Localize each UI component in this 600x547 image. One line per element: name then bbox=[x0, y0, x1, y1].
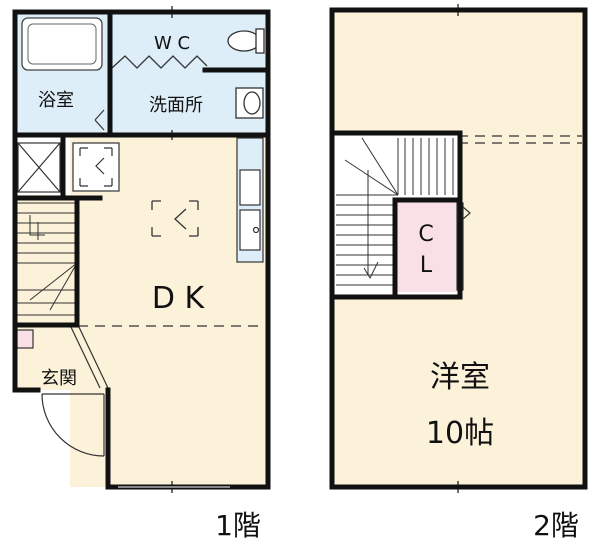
bathtub bbox=[21, 17, 103, 71]
shoe-box bbox=[16, 329, 34, 349]
room-label-entrance: 玄関 bbox=[41, 368, 77, 389]
stair-area-floor-1 bbox=[15, 195, 77, 325]
window-marks-floor-1 bbox=[118, 6, 230, 493]
closet bbox=[396, 201, 458, 292]
room-label-bath: 浴室 bbox=[38, 90, 74, 111]
dk-floor bbox=[70, 135, 268, 487]
closet-label-line1: C bbox=[418, 222, 433, 247]
washbasin-icon bbox=[235, 87, 264, 119]
closet-label-line2: L bbox=[420, 253, 433, 278]
storage-cross-icon bbox=[17, 142, 61, 193]
staircase-floor-1 bbox=[15, 202, 78, 316]
kitchen-counter bbox=[236, 137, 264, 263]
room-label-washroom: 洗面所 bbox=[149, 95, 203, 116]
room-label-wc: W C bbox=[154, 33, 190, 54]
floor-caption-2: 2階 bbox=[533, 509, 579, 542]
staircase-floor-2 bbox=[336, 137, 454, 286]
room-label-western-room: 洋室 bbox=[430, 360, 490, 395]
ceiling-mark-icon bbox=[151, 200, 199, 237]
toilet-icon bbox=[227, 28, 265, 54]
floor-2-plan: C L 洋室 10帖 2階 bbox=[329, 4, 588, 542]
floor-caption-1: 1階 bbox=[215, 509, 261, 542]
room-label-western-room-size: 10帖 bbox=[426, 416, 494, 451]
accordion-door bbox=[111, 55, 208, 69]
fridge-space-icon bbox=[72, 142, 120, 192]
entrance-door bbox=[41, 393, 105, 457]
walls-floor-1 bbox=[12, 9, 271, 490]
room-label-dk: D K bbox=[152, 281, 206, 316]
floor-1-plan: 浴室 W C 洗面所 D K 玄関 1階 bbox=[12, 6, 271, 542]
